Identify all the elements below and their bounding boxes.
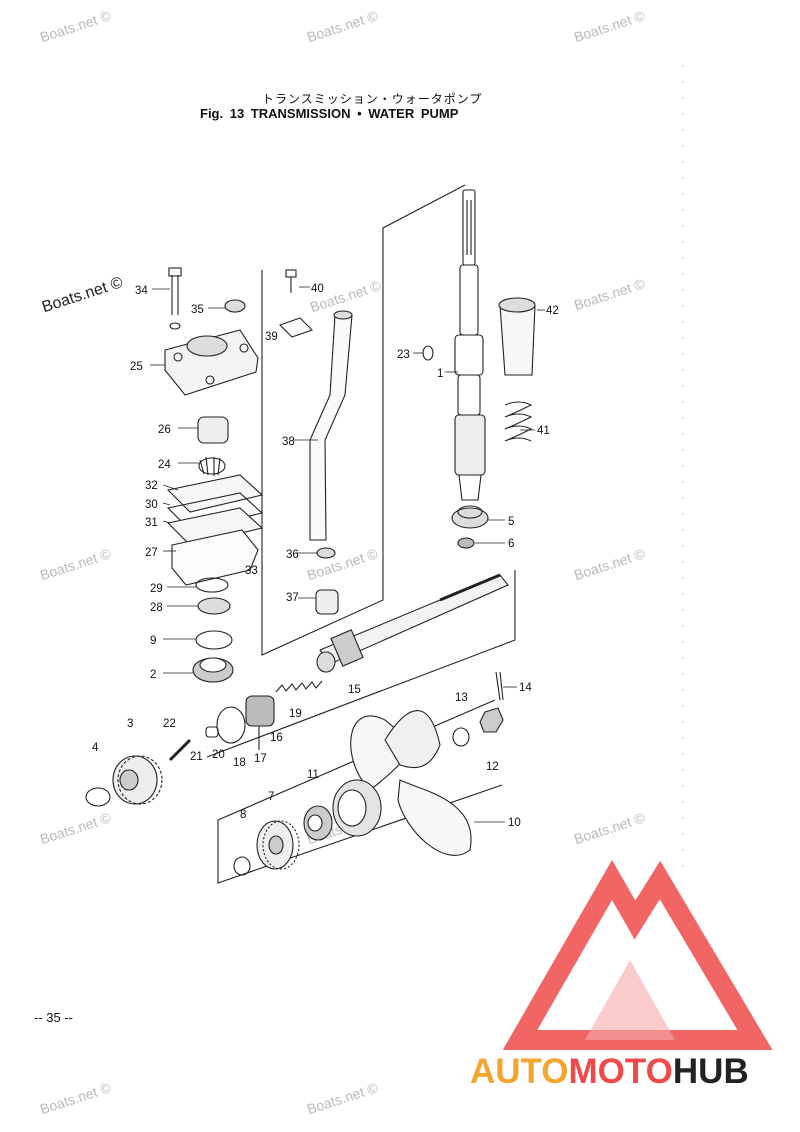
callout: 42 <box>546 305 559 317</box>
callout: 11 <box>307 769 319 781</box>
callout: 16 <box>270 732 283 744</box>
propeller-shaft <box>316 573 509 673</box>
callout: 27 <box>145 547 158 559</box>
callout: 15 <box>348 684 361 696</box>
callout: 18 <box>233 757 246 769</box>
callout: 34 <box>135 285 148 297</box>
callout: 17 <box>254 753 267 765</box>
callout: 8 <box>240 809 246 821</box>
callout: 36 <box>286 549 299 561</box>
callout: 20 <box>212 749 225 761</box>
callout: 26 <box>158 424 171 436</box>
callout: 7 <box>268 791 274 803</box>
drive-shaft <box>454 189 486 501</box>
callout: 12 <box>486 761 499 773</box>
callout: 39 <box>265 331 278 343</box>
callout: 19 <box>289 708 302 720</box>
logo-text-part: AUTO <box>470 1052 569 1091</box>
callout: 10 <box>508 817 521 829</box>
callout: 32 <box>145 480 158 492</box>
callout: 13 <box>455 692 468 704</box>
callout: 38 <box>282 436 295 448</box>
figure-title: Fig. 13 TRANSMISSION • WATER PUMP <box>200 106 459 121</box>
callout: 37 <box>286 592 299 604</box>
impeller <box>198 456 226 476</box>
callout: 25 <box>130 361 143 373</box>
automotohub-logo-text: AUTOMOTOHUB <box>470 1052 749 1092</box>
callout: 33 <box>245 565 258 577</box>
callout: 23 <box>397 349 410 361</box>
callout: 3 <box>127 718 133 730</box>
logo-text-part: HUB <box>672 1052 749 1091</box>
automotohub-logo-mark <box>502 859 773 1050</box>
callout: 30 <box>145 499 158 511</box>
callout: 14 <box>519 682 532 694</box>
callout: 35 <box>191 304 204 316</box>
callout: 28 <box>150 602 163 614</box>
callout: 2 <box>150 669 156 681</box>
callout: 40 <box>311 283 324 295</box>
figure-title-japanese: トランスミッション・ウォータポンプ <box>262 92 483 106</box>
callout: 22 <box>163 718 176 730</box>
callout: 1 <box>437 368 443 380</box>
callout: 9 <box>150 635 156 647</box>
propeller <box>332 710 472 856</box>
page-number: -- 35 -- <box>34 1010 73 1025</box>
callout: 6 <box>508 538 514 550</box>
callout: 24 <box>158 459 171 471</box>
callout: 4 <box>92 742 99 754</box>
callout-labels: 34 25 26 24 32 30 31 27 29 28 9 2 33 35 … <box>92 283 559 829</box>
callout: 41 <box>537 425 550 437</box>
logo-text-part: MOTO <box>568 1052 673 1091</box>
reverse-gear <box>112 755 163 805</box>
callout: 5 <box>508 516 514 528</box>
callout: 21 <box>190 751 203 763</box>
callout: 29 <box>150 583 163 595</box>
callout: 31 <box>145 517 158 529</box>
forward-gear <box>256 820 300 870</box>
